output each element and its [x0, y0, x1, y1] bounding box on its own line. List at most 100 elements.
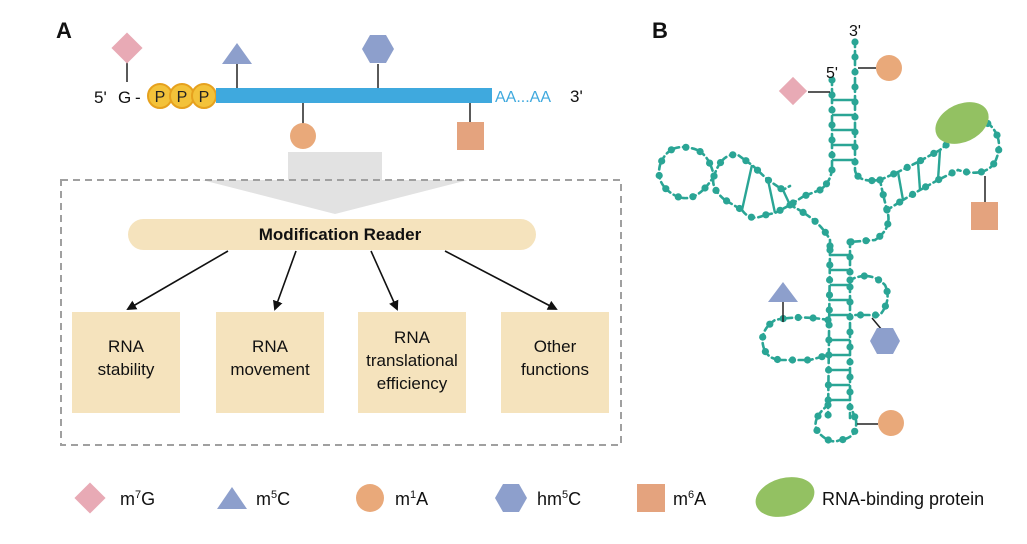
function-other-line2: functions	[521, 360, 589, 379]
trna-m6a-square-icon	[971, 202, 998, 230]
function-box-other-bg	[501, 312, 609, 413]
function-movement-line1: RNA	[252, 337, 289, 356]
trna-nucleotide-dot	[846, 373, 854, 381]
trna-nucleotide-dot	[846, 276, 854, 284]
function-stability-line1: RNA	[108, 337, 145, 356]
legend-m1a-label: m1A	[395, 489, 428, 509]
function-translation-line1: RNA	[394, 328, 431, 347]
trna-nucleotide-dot	[735, 204, 744, 213]
trna-hm5c-hexagon-icon	[870, 328, 900, 354]
legend-m6a-label: m6A	[673, 489, 706, 509]
legend-m1a-circle-icon	[356, 484, 384, 512]
m6a-square-icon	[457, 122, 484, 150]
trna-nucleotide-dot	[828, 166, 836, 174]
trna-nucleotide-dot	[846, 283, 854, 291]
trna-nucleotide-dot	[846, 268, 854, 276]
trna-nucleotide-dot	[826, 261, 834, 269]
trna-nucleotide-dot	[896, 198, 904, 206]
trna-nucleotide-dot	[828, 121, 836, 129]
trna-pair	[896, 171, 905, 201]
trna-nucleotide-dot	[822, 180, 831, 188]
trna-nucleotide-dot	[762, 211, 770, 219]
legend-m6a-square-icon	[637, 484, 665, 512]
trna-nucleotide-dot	[825, 351, 833, 359]
trna-nucleotide-dot	[824, 401, 832, 409]
trna-nucleotide-dot	[876, 232, 884, 240]
trna-nucleotide-dot	[884, 220, 892, 228]
legend-hm5c-hexagon-icon	[495, 484, 527, 512]
trna-d-arm	[711, 153, 822, 219]
trna-nucleotide-dot	[776, 206, 784, 214]
function-box-movement-bg	[216, 312, 324, 413]
trna-nucleotide-dot	[712, 186, 720, 194]
trna-nucleotide-dot	[701, 184, 709, 192]
trna-nucleotide-dot	[935, 176, 943, 184]
trna-nucleotide-dot	[825, 336, 833, 344]
trna-nucleotide-dot	[814, 412, 822, 420]
trna-nucleotide-dot	[667, 146, 676, 154]
trna-cloverleaf: 3' 5'	[655, 23, 1003, 444]
trna-nucleotide-dot	[824, 436, 832, 444]
trna-nucleotide-dot	[839, 436, 847, 444]
mrna-strand	[216, 88, 492, 103]
trna-nucleotide-dot	[759, 333, 767, 341]
function-box-translation-bg	[358, 312, 466, 413]
trna-nucleotide-dot	[825, 306, 833, 314]
trna-nucleotide-dot	[883, 287, 891, 295]
trna-nucleotide-dot	[851, 83, 859, 91]
panel-b-label: B	[652, 18, 668, 43]
trna-three-prime: 3'	[849, 23, 861, 40]
arrow-to-other	[444, 250, 558, 310]
trna-nucleotide-dot	[753, 166, 762, 174]
panel-a-label: A	[56, 18, 72, 43]
trna-m7g-diamond-icon	[778, 76, 808, 106]
trna-nucleotide-dot	[761, 348, 770, 356]
trna-nucleotide-dot	[851, 68, 859, 76]
trna-nucleotide-dot	[846, 343, 854, 351]
m5c-triangle-icon	[222, 43, 252, 64]
modification-reader-pill	[128, 219, 536, 250]
trna-nucleotide-dot	[828, 106, 836, 114]
phosphate-group: P P P	[147, 83, 217, 109]
phosphate-label-3: P	[199, 89, 210, 106]
trna-nucleotide-dot	[655, 171, 663, 180]
phosphate-label-2: P	[177, 89, 188, 106]
trna-nucleotide-dot	[821, 228, 829, 236]
trna-nucleotide-dot	[876, 176, 884, 184]
trna-nucleotide-dot	[871, 311, 880, 319]
legend-m7g-label: m7G	[120, 489, 155, 509]
trna-nucleotide-dot	[682, 143, 690, 151]
trna-strand-3p	[853, 40, 882, 182]
trna-nucleotide-dot	[824, 316, 832, 324]
m1a-circle-icon	[290, 123, 316, 149]
trna-nucleotide-dot	[729, 151, 737, 159]
trna-nucleotide-dot	[825, 366, 833, 374]
trna-nucleotide-dot	[828, 91, 836, 99]
function-movement-line2: movement	[230, 360, 310, 379]
trna-nucleotide-dot	[773, 355, 782, 364]
trna-nucleotide-dot	[851, 413, 859, 421]
phosphate-label-1: P	[155, 89, 166, 106]
trna-nucleotide-dot	[846, 388, 854, 396]
trna-nucleotide-dot	[990, 160, 998, 168]
trna-nucleotide-dot	[851, 158, 859, 166]
trna-nucleotide-dot	[875, 276, 883, 284]
funnel-arrow	[202, 152, 468, 214]
trna-nucleotide-dot	[846, 403, 854, 411]
function-box-translation: RNA translational efficiency	[358, 312, 466, 413]
trna-nucleotide-dot	[809, 314, 817, 322]
function-box-movement: RNA movement	[216, 312, 324, 413]
trna-nucleotide-dot	[803, 356, 812, 364]
trna-nucleotide-dot	[909, 190, 917, 198]
trna-nucleotide-dot	[824, 411, 832, 419]
trna-nucleotide-dot	[716, 159, 725, 167]
trna-nucleotide-dot	[825, 291, 834, 299]
trna-nucleotide-dot	[890, 170, 898, 178]
legend-rna-binding-protein-label: RNA-binding protein	[822, 489, 984, 509]
function-box-other: Other functions	[501, 312, 609, 413]
trna-variable-loop-right	[848, 274, 889, 317]
legend-m5c-label: m5C	[256, 489, 290, 509]
trna-m1a-circle-icon-bottom	[878, 410, 904, 436]
function-box-stability: RNA stability	[72, 312, 180, 413]
trna-nucleotide-dot	[766, 320, 774, 328]
